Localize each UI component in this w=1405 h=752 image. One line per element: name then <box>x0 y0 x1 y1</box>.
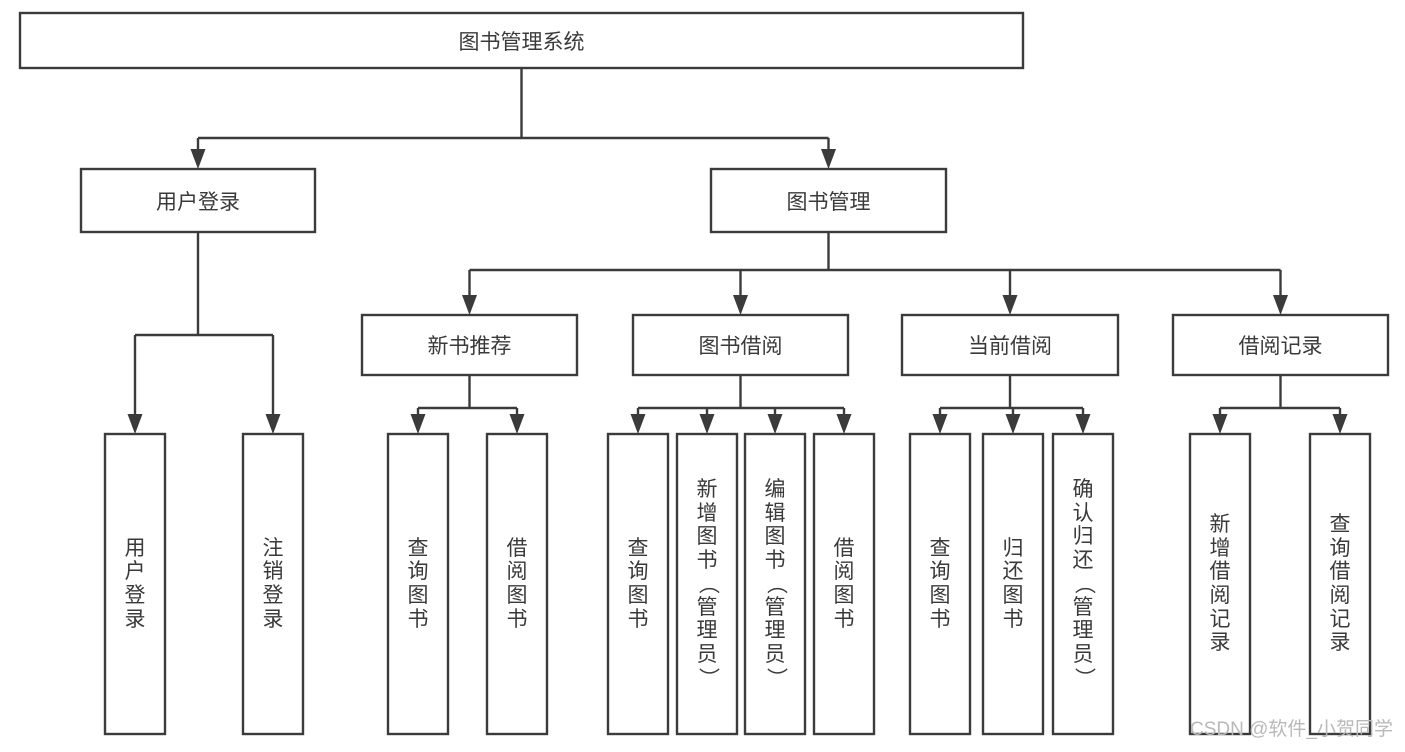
node-leaf-query-borrow-record[interactable] <box>1308 432 1372 736</box>
edge-arrowhead <box>932 414 948 434</box>
edge-arrowhead <box>630 414 646 434</box>
node-leaf-query-book-1[interactable] <box>386 432 450 736</box>
edge-arrowhead <box>699 414 715 434</box>
node-user-login[interactable] <box>79 167 317 234</box>
node-leaf-confirm-return-admin[interactable] <box>1051 432 1115 736</box>
node-current-borrow[interactable] <box>900 313 1120 377</box>
edge-arrowhead <box>821 149 836 169</box>
node-leaf-user-logout[interactable] <box>241 432 305 736</box>
node-leaf-borrow-book-1[interactable] <box>485 432 549 736</box>
watermark: CSDN @软件_小贺同学 <box>1190 714 1393 741</box>
node-new-book-recommend[interactable] <box>360 313 579 377</box>
edge-arrowhead <box>1332 414 1348 434</box>
node-leaf-borrow-book-2[interactable] <box>812 432 876 736</box>
node-book-borrow[interactable] <box>631 313 850 377</box>
edge-arrowhead <box>190 149 206 169</box>
node-book-management[interactable] <box>709 167 948 234</box>
node-leaf-edit-book-admin[interactable] <box>743 432 807 736</box>
node-leaf-add-book-admin[interactable] <box>675 432 739 736</box>
node-leaf-add-borrow-record[interactable] <box>1188 432 1252 736</box>
edge-arrowhead <box>1075 414 1091 434</box>
edge-arrowhead <box>767 414 783 434</box>
watermark-text: CSDN @软件_小贺同学 <box>1190 719 1393 740</box>
edge-arrowhead <box>1273 295 1288 315</box>
node-leaf-query-book-2[interactable] <box>606 432 670 736</box>
edge-arrowhead <box>1005 414 1021 434</box>
node-leaf-query-book-3[interactable] <box>908 432 972 736</box>
node-borrow-record[interactable] <box>1171 313 1390 377</box>
edge-arrowhead <box>127 414 143 434</box>
node-root[interactable] <box>18 11 1025 70</box>
node-leaf-user-login[interactable] <box>103 432 167 736</box>
edge-arrowhead <box>733 295 748 315</box>
edge-arrowhead <box>265 414 281 434</box>
node-leaf-return-book[interactable] <box>981 432 1045 736</box>
edge-arrowhead <box>509 414 525 434</box>
edge-arrowhead <box>1002 295 1018 315</box>
edge-arrowhead <box>410 414 426 434</box>
edge-arrowhead <box>462 295 477 315</box>
edge-arrowhead <box>1212 414 1228 434</box>
edge-arrowhead <box>836 414 852 434</box>
